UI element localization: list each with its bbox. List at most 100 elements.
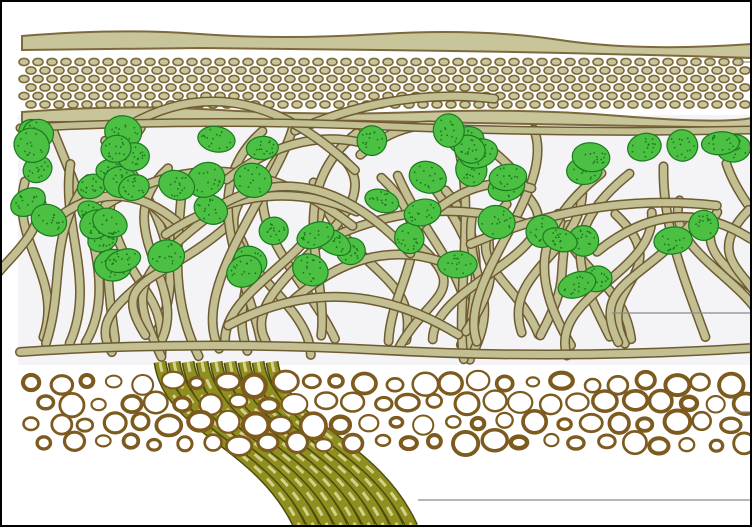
cortex-cell (257, 75, 267, 82)
lower-cortex-cell (315, 439, 332, 451)
lower-cortex-cell (341, 393, 364, 412)
lower-cortex-cell (329, 375, 343, 387)
cortex-cell (712, 67, 722, 74)
cortex-cell (474, 84, 484, 91)
lower-cortex-cell (273, 371, 298, 392)
cortex-cell (110, 84, 120, 91)
cortex-cell (236, 84, 246, 91)
cortex-cell (404, 67, 414, 74)
cortex-cell (544, 101, 554, 108)
cortex-cell (362, 67, 372, 74)
lower-cortex-cell (230, 395, 247, 408)
cortex-cell (271, 75, 281, 82)
cortex-cell (726, 101, 736, 108)
cortex-cell (593, 92, 603, 99)
cortex-cell (705, 75, 715, 82)
lower-cortex-cell (439, 373, 462, 394)
lower-cortex-cell (665, 411, 691, 433)
cortex-cell (432, 67, 442, 74)
lower-cortex-cell (390, 418, 402, 427)
cortex-cell (656, 67, 666, 74)
cortex-cell (593, 75, 603, 82)
lower-cortex-cell (359, 415, 378, 431)
cortex-cell (558, 101, 568, 108)
lower-cortex-cell (544, 434, 558, 446)
lower-cortex-cell (174, 398, 191, 412)
cortex-cell (166, 67, 176, 74)
cortex-cell (523, 92, 533, 99)
lower-cortex-cell (156, 415, 181, 435)
cortex-cell (33, 92, 43, 99)
cortex-cell (68, 67, 78, 74)
cortex-cell (691, 75, 701, 82)
cortex-cell (292, 84, 302, 91)
cortex-cell (558, 84, 568, 91)
lower-cortex-cell (511, 437, 527, 449)
cortex-cell (516, 67, 526, 74)
cortex-cell (152, 84, 162, 91)
lower-cortex-cell (132, 414, 148, 430)
lower-cortex-cell (216, 373, 240, 390)
cortex-cell (299, 58, 309, 65)
cortex-cell (439, 58, 449, 65)
cortex-cell (103, 75, 113, 82)
cortex-cell (628, 101, 638, 108)
cortex-cell (579, 58, 589, 65)
cortex-cell (33, 58, 43, 65)
cortex-cell (404, 84, 414, 91)
cortex-cell (208, 67, 218, 74)
lower-cortex-cell (693, 412, 711, 430)
cortex-cell (691, 92, 701, 99)
alga-cell (438, 251, 477, 278)
cortex-cell (208, 84, 218, 91)
cortex-cell (537, 92, 547, 99)
cortex-cell (502, 84, 512, 91)
cortex-cell (229, 58, 239, 65)
cortex-cell (327, 92, 337, 99)
cortex-cell (593, 58, 603, 65)
cortex-cell (523, 75, 533, 82)
cortex-cell (656, 84, 666, 91)
cortex-cell (481, 75, 491, 82)
lower-cortex-cell (243, 375, 266, 398)
cortex-cell (138, 67, 148, 74)
lower-cortex-cell (259, 399, 278, 413)
lower-cortex-cell (343, 435, 362, 453)
cortex-cell (117, 92, 127, 99)
cortex-cell (488, 84, 498, 91)
cortex-cell (698, 101, 708, 108)
cortex-cell (509, 92, 519, 99)
cortex-cell (89, 92, 99, 99)
lower-cortex-cell (681, 397, 697, 410)
lower-cortex-cell (65, 432, 85, 450)
cortex-cell (26, 84, 36, 91)
cortex-cell (89, 58, 99, 65)
cortex-cell (180, 67, 190, 74)
lower-cortex-cell (427, 395, 442, 408)
lower-cortex-cell (484, 391, 507, 412)
lower-cortex-cell (104, 413, 126, 433)
cortex-cell (40, 67, 50, 74)
cortex-cell (75, 75, 85, 82)
cortex-cell (243, 92, 253, 99)
cortex-cell (663, 75, 673, 82)
lower-cortex-cell (585, 379, 600, 392)
cortex-cell (47, 58, 57, 65)
lower-cortex-cell (269, 417, 292, 434)
cortex-cell (47, 92, 57, 99)
cortex-cell (26, 67, 36, 74)
cortex-cell (383, 75, 393, 82)
cortex-cell (516, 101, 526, 108)
cortex-cell (614, 67, 624, 74)
cortex-cell (68, 84, 78, 91)
cortex-cell (614, 84, 624, 91)
cortex-cell (278, 84, 288, 91)
cortex-cell (705, 92, 715, 99)
cortex-cell (19, 58, 29, 65)
lower-cortex-cell (734, 394, 752, 415)
cortex-cell (96, 84, 106, 91)
cortex-cell (19, 75, 29, 82)
cortex-cell (355, 75, 365, 82)
cortex-cell (26, 101, 36, 108)
